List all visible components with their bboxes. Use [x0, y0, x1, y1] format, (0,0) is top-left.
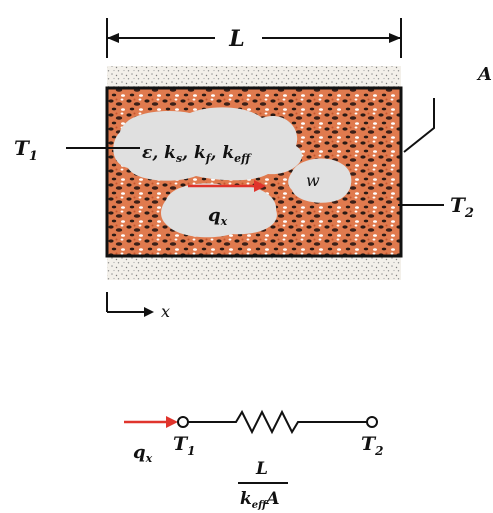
- resistor-symbol: [188, 409, 367, 435]
- pore-bottom: [161, 183, 277, 238]
- heat-flux-label: qx: [208, 205, 228, 228]
- length-label: L: [228, 26, 244, 52]
- temp-left-label: T1: [14, 136, 38, 164]
- node-left: [177, 416, 189, 428]
- circuit-node-left-label: T1: [173, 433, 196, 458]
- length-dimension: L: [106, 18, 402, 58]
- node-right: [366, 416, 378, 428]
- heat-flux-arrow: [188, 180, 266, 192]
- resistance-denominator: keffA: [240, 489, 280, 511]
- circuit-node-right-label: T2: [361, 433, 384, 458]
- thermal-circuit: [124, 409, 378, 435]
- x-axis-label: x: [161, 302, 170, 321]
- resistance-numerator: L: [255, 459, 268, 479]
- area-leader: [403, 98, 435, 153]
- pore-properties-label: ε, ks, kf, keff: [142, 143, 252, 165]
- circuit-flux-label: qx: [133, 442, 153, 465]
- top-insulation: [107, 66, 401, 88]
- width-label: w: [306, 171, 320, 190]
- x-axis-indicator: [106, 292, 154, 317]
- pore-small: [288, 158, 352, 203]
- bottom-insulation: [107, 256, 401, 280]
- area-label: A: [476, 64, 492, 85]
- temp-right-label: T2: [450, 193, 474, 221]
- pore-large: [113, 107, 303, 181]
